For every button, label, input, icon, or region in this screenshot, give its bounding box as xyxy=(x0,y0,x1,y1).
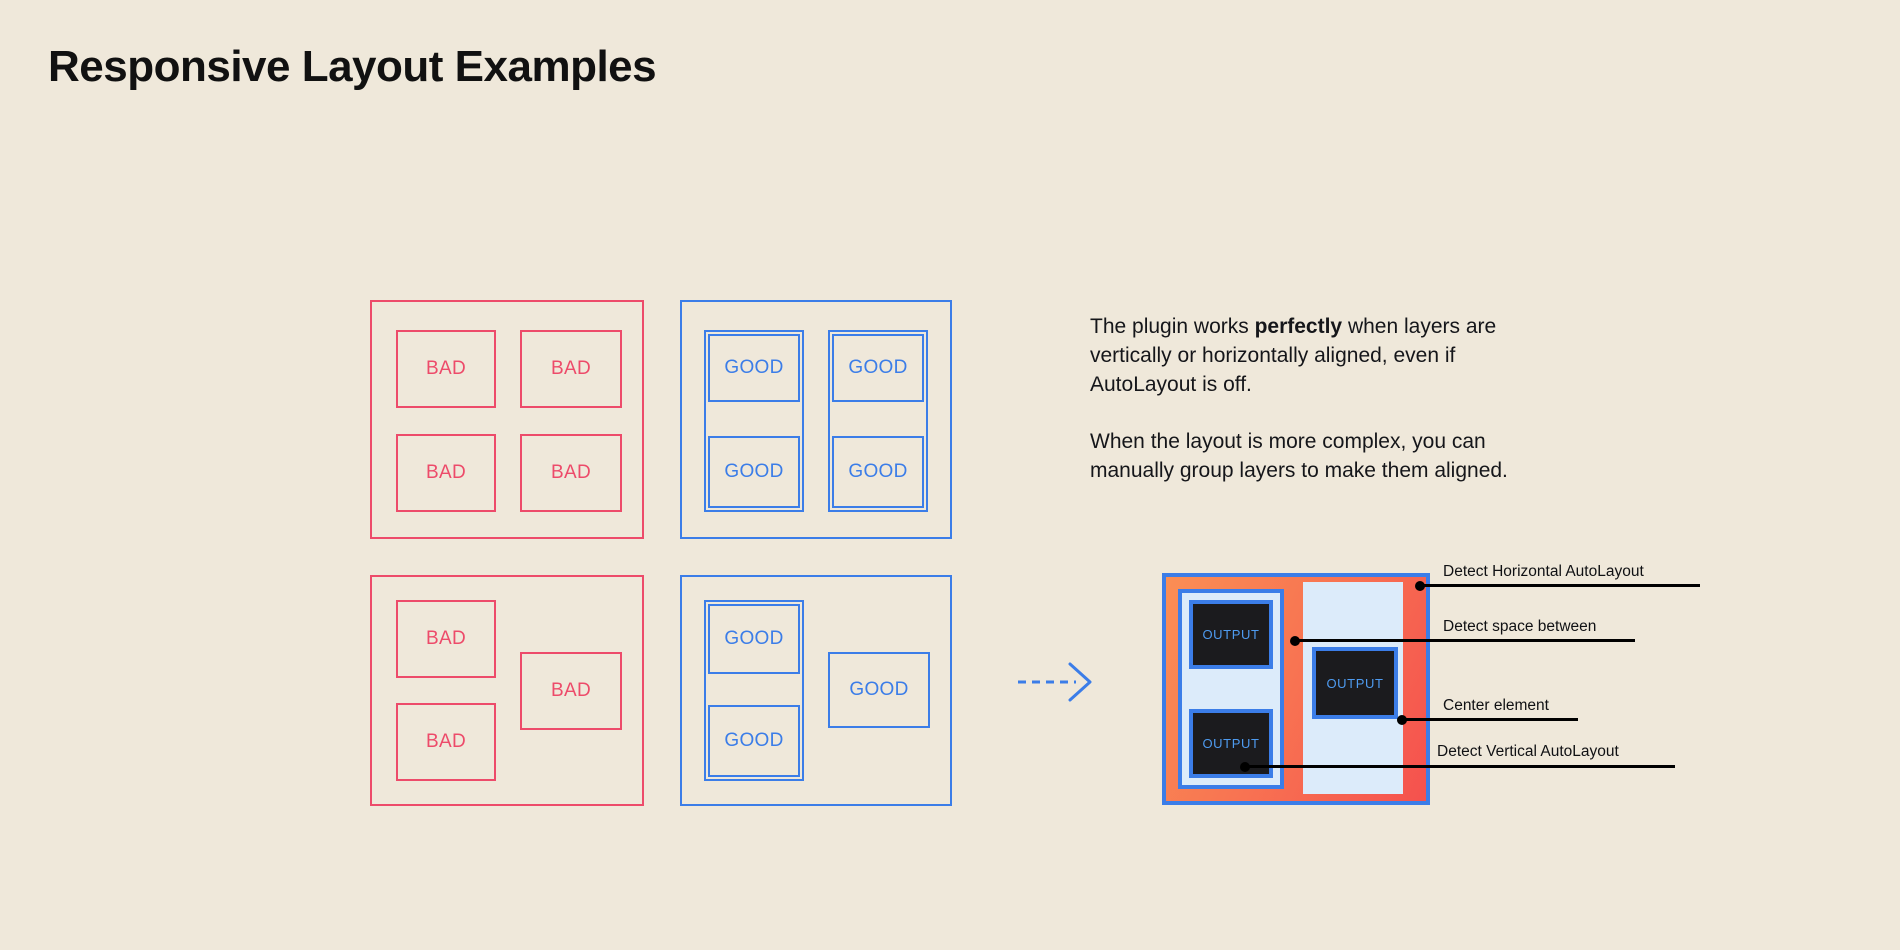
example-cell-good: GOOD xyxy=(832,436,924,508)
annotated-detail-mock: OUTPUT OUTPUT OUTPUT xyxy=(1162,573,1430,805)
example-cell-good: GOOD xyxy=(708,334,800,402)
example-cell-bad: BAD xyxy=(396,330,496,408)
example-panel-good-complex: GOOD GOOD GOOD xyxy=(680,575,952,806)
output-box: OUTPUT xyxy=(1189,709,1273,778)
description-p1-part2: when layers are vertically or horizontal… xyxy=(1090,315,1497,396)
annotation-leader-line xyxy=(1295,639,1635,642)
output-box: OUTPUT xyxy=(1312,647,1398,719)
detail-left-group: OUTPUT OUTPUT xyxy=(1178,589,1284,789)
annotation-label-center-element: Center element xyxy=(1443,697,1549,714)
page-title: Responsive Layout Examples xyxy=(48,42,657,91)
flow-arrow-icon xyxy=(1018,662,1092,702)
description-block: The plugin works perfectly when layers a… xyxy=(1090,312,1560,485)
example-cell-bad: BAD xyxy=(520,434,622,512)
output-box: OUTPUT xyxy=(1189,600,1273,669)
annotation-label-detect-space-between: Detect space between xyxy=(1443,618,1597,635)
layer-group-wrapper: GOOD GOOD xyxy=(704,330,804,512)
example-cell-bad: BAD xyxy=(396,703,496,781)
description-p1-emphasis: perfectly xyxy=(1254,315,1343,338)
example-cell-good: GOOD xyxy=(708,436,800,508)
example-cell-good: GOOD xyxy=(708,705,800,777)
example-panel-good-grid: GOOD GOOD GOOD GOOD xyxy=(680,300,952,539)
example-cell-bad: BAD xyxy=(396,434,496,512)
example-panel-bad-grid: BAD BAD BAD BAD xyxy=(370,300,644,539)
description-paragraph-2: When the layout is more complex, you can… xyxy=(1090,430,1508,482)
annotation-leader-line xyxy=(1402,718,1578,721)
example-cell-bad: BAD xyxy=(396,600,496,678)
annotation-leader-line xyxy=(1420,584,1700,587)
example-cell-good: GOOD xyxy=(832,334,924,402)
layer-group-wrapper: GOOD GOOD xyxy=(704,600,804,781)
example-cell-good: GOOD xyxy=(828,652,930,728)
example-cell-bad: BAD xyxy=(520,330,622,408)
description-p1-part1: The plugin works xyxy=(1090,315,1255,338)
layer-group-wrapper: GOOD GOOD xyxy=(828,330,928,512)
description-paragraph-1: The plugin works perfectly when layers a… xyxy=(1090,312,1560,399)
example-panel-bad-complex: BAD BAD BAD xyxy=(370,575,644,806)
example-cell-bad: BAD xyxy=(520,652,622,730)
example-cell-good: GOOD xyxy=(708,604,800,674)
annotation-label-detect-horizontal-autolayout: Detect Horizontal AutoLayout xyxy=(1443,563,1644,580)
annotation-label-detect-vertical-autolayout: Detect Vertical AutoLayout xyxy=(1437,743,1619,760)
annotation-leader-line xyxy=(1245,765,1675,768)
